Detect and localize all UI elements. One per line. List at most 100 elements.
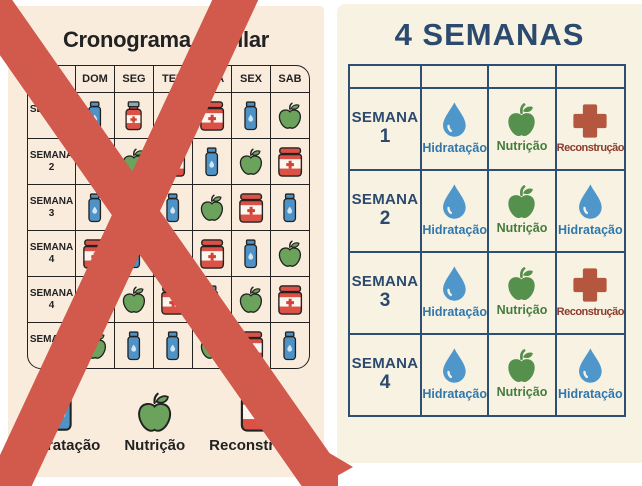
week-word: SEMANA	[29, 288, 74, 299]
calendar-day-cell	[114, 322, 153, 368]
water-bottle-icon	[241, 100, 260, 131]
treatment-cell: Reconstrução	[554, 87, 625, 169]
apple-icon	[159, 240, 187, 267]
header-strip-cell	[420, 66, 487, 87]
legend: Hidratação Nutrição Reconstrução	[8, 386, 324, 454]
calendar-day-cell	[75, 230, 114, 276]
day-header-seg: SEG	[114, 66, 153, 92]
apple-flat-icon	[504, 102, 539, 137]
calendar-day-cell	[231, 322, 270, 368]
calendar-day-cell	[153, 230, 192, 276]
treatment-cell: Nutrição	[487, 169, 555, 251]
old-schedule-title: Cronograma Capilar	[62, 27, 270, 52]
calendar-day-cell	[75, 322, 114, 368]
jar-icon	[238, 330, 264, 361]
calendar-day-cell	[75, 184, 114, 230]
day-header-sex: SEX	[231, 66, 270, 92]
water-bottle-icon	[85, 100, 104, 131]
apple-icon	[81, 332, 109, 359]
apple-icon	[237, 148, 265, 175]
apple-icon	[134, 392, 175, 432]
calendar-day-cell	[231, 92, 270, 138]
calendar-day-cell	[231, 276, 270, 322]
calendar-day-cell	[192, 322, 231, 368]
week-number: 4	[48, 253, 55, 265]
legend-item: Nutrição	[124, 392, 185, 454]
jar-icon	[239, 386, 279, 432]
treatment-cell: Nutrição	[487, 251, 555, 333]
calendar-day-cell	[153, 92, 192, 138]
legend-label: Reconstrução	[209, 437, 310, 454]
calendar-day-cell	[153, 138, 192, 184]
cross-icon	[571, 102, 609, 140]
calendar-day-cell	[231, 138, 270, 184]
water-bottle-icon	[163, 192, 182, 223]
calendar-day-cell	[192, 92, 231, 138]
apple-icon	[159, 102, 187, 129]
calendar-day-cell	[192, 184, 231, 230]
water-bottle-icon	[202, 284, 221, 315]
jar-icon	[277, 146, 303, 177]
calendar-day-cell	[231, 230, 270, 276]
day-header-dom: DOM	[75, 66, 114, 92]
treatment-label: Hidratação	[558, 386, 623, 401]
calendar-day-cell	[75, 92, 114, 138]
week-number: 4	[48, 299, 55, 311]
week-number: 1	[379, 125, 391, 147]
water-bottle-icon	[85, 146, 104, 177]
week-word: SEMANA	[29, 242, 74, 253]
calendar-day-cell	[114, 184, 153, 230]
header-strip-cell	[487, 66, 554, 87]
week-number: 2	[48, 161, 55, 173]
water-bottle-icon	[280, 330, 299, 361]
treatment-cell: Hidratação	[420, 251, 488, 333]
drop-icon	[439, 101, 470, 139]
apple-icon	[276, 240, 304, 267]
week-word: SEMANA	[351, 109, 419, 127]
legend-item: Reconstrução	[209, 386, 309, 454]
apple-icon	[198, 332, 226, 359]
water-bottle-icon	[241, 238, 260, 269]
calendar-day-cell	[231, 184, 270, 230]
week-number: 4	[379, 371, 391, 393]
header-strip-cell	[554, 66, 624, 87]
calendar-day-cell	[270, 184, 309, 230]
day-header-ter: TER	[153, 66, 192, 92]
day-header-qua: QUA	[192, 66, 231, 92]
water-bottle-icon	[280, 192, 299, 223]
drop-icon	[575, 183, 606, 221]
cross-icon	[571, 266, 609, 304]
week-word: SEMANA	[351, 355, 419, 373]
jar-icon	[238, 192, 264, 223]
jar-icon	[160, 284, 186, 315]
jar-icon	[82, 238, 108, 269]
treatment-cell: Hidratação	[554, 169, 624, 251]
water-bottle-icon	[124, 330, 143, 361]
week-word: SEMANA	[351, 273, 419, 291]
calendar-day-cell	[114, 276, 153, 322]
treatment-label: Reconstrução	[556, 141, 625, 154]
treatment-label: Reconstrução	[556, 305, 625, 318]
treatment-cell: Hidratação	[554, 333, 624, 415]
jar-icon	[199, 100, 225, 131]
water-bottle-icon	[202, 146, 221, 177]
apple-icon	[120, 286, 148, 313]
treatment-cell: Nutrição	[487, 333, 555, 415]
week-word: SEMANA	[29, 150, 74, 161]
apple-icon	[198, 194, 226, 221]
new-schedule-title: 4 SEMANAS	[394, 17, 585, 52]
legend-label: Nutrição	[124, 437, 186, 454]
calendar-day-cell	[192, 276, 231, 322]
week-number: 2	[379, 207, 391, 229]
